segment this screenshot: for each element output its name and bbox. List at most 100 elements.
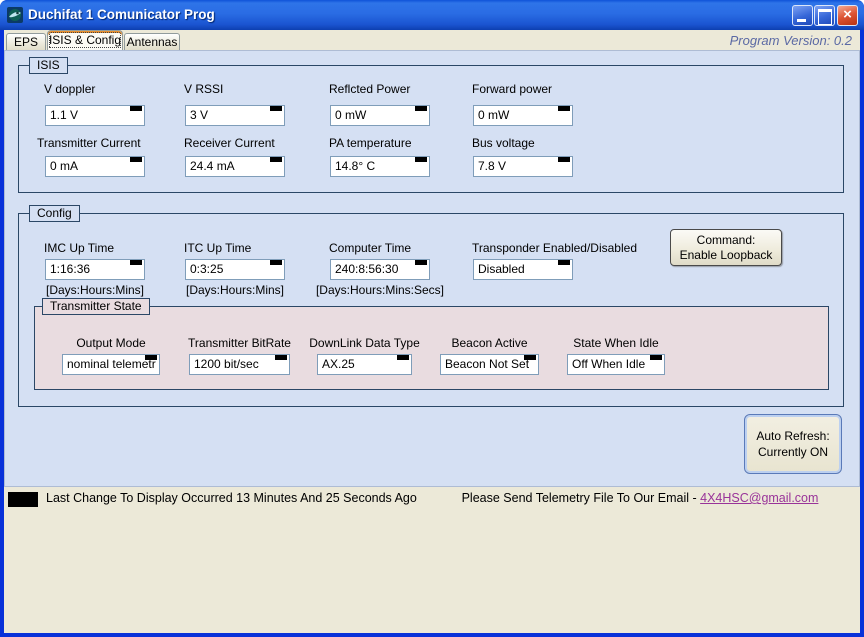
forward-power-label: Forward power <box>472 82 553 96</box>
field-value: 7.8 V <box>478 159 507 173</box>
transmitter-current-label: Transmitter Current <box>37 136 141 150</box>
field-value: 3 V <box>190 108 209 122</box>
status-indicator-block <box>8 492 38 507</box>
field-value: Disabled <box>478 262 525 276</box>
field-value: 0 mA <box>50 159 79 173</box>
field-value: 1.1 V <box>50 108 79 122</box>
reflected-power-field[interactable]: 0 mW <box>330 105 430 126</box>
field-value: 0:3:25 <box>190 262 224 276</box>
transmitter-bitrate-label: Transmitter BitRate <box>188 336 291 350</box>
field-value: 24.4 mA <box>190 159 235 173</box>
forward-power-field[interactable]: 0 mW <box>473 105 573 126</box>
config-group: Config IMC Up Time 1:16:36 [Days:Hours:M… <box>18 205 844 407</box>
indicator-square <box>415 106 427 111</box>
button-line1: Auto Refresh: <box>756 429 830 443</box>
beacon-active-label: Beacon Active <box>451 336 528 350</box>
computer-time-field[interactable]: 240:8:56:30 <box>330 259 430 280</box>
indicator-square <box>145 355 157 360</box>
transmitter-state-panel: Transmitter State Output Mode nominal te… <box>34 298 829 390</box>
indicator-square <box>270 157 282 162</box>
downlink-data-type-label: DownLink Data Type <box>309 336 420 350</box>
indicator-square <box>558 157 570 162</box>
field-value: Off When Idle <box>572 357 646 371</box>
v-rssi-field[interactable]: 3 V <box>185 105 285 126</box>
itc-uptime-label: ITC Up Time <box>184 241 252 255</box>
field-value: AX.25 <box>322 357 355 371</box>
field-value: 0 mW <box>335 108 367 122</box>
button-line2: Enable Loopback <box>679 248 773 262</box>
enable-loopback-button[interactable]: Command: Enable Loopback <box>670 229 782 266</box>
field-value: nominal telemetr <box>67 357 156 371</box>
beacon-active-field[interactable]: Beacon Not Set <box>440 354 539 375</box>
v-doppler-label: V doppler <box>44 82 96 96</box>
bus-voltage-field[interactable]: 7.8 V <box>473 156 573 177</box>
minimize-icon[interactable] <box>792 5 813 26</box>
field-value: 14.8° C <box>335 159 376 173</box>
indicator-square <box>558 260 570 265</box>
close-icon[interactable]: × <box>837 5 858 26</box>
output-mode-field[interactable]: nominal telemetr <box>62 354 160 375</box>
v-doppler-field[interactable]: 1.1 V <box>45 105 145 126</box>
maximize-icon[interactable] <box>814 5 835 26</box>
pa-temperature-label: PA temperature <box>329 136 412 150</box>
field-value: 1200 bit/sec <box>194 357 259 371</box>
field-value: 240:8:56:30 <box>335 262 399 276</box>
indicator-square <box>415 260 427 265</box>
indicator-square <box>130 157 142 162</box>
tab-eps[interactable]: EPS <box>6 33 46 50</box>
app-icon <box>7 7 23 23</box>
config-legend: Config <box>29 205 80 222</box>
telemetry-email-prompt: Please Send Telemetry File To Our Email … <box>424 491 856 505</box>
bus-voltage-label: Bus voltage <box>472 136 535 150</box>
field-value: 1:16:36 <box>50 262 91 276</box>
transmitter-current-field[interactable]: 0 mA <box>45 156 145 177</box>
reflected-power-label: Reflcted Power <box>329 82 411 96</box>
imc-uptime-caption: [Days:Hours:Mins] <box>45 283 145 297</box>
transmitter-bitrate-field[interactable]: 1200 bit/sec <box>189 354 290 375</box>
indicator-square <box>415 157 427 162</box>
indicator-square <box>130 106 142 111</box>
program-version-text: Program Version: 0.2 <box>729 33 852 48</box>
indicator-square <box>397 355 409 360</box>
receiver-current-label: Receiver Current <box>184 136 275 150</box>
window-content: EPS ISIS & Config Antennas Program Versi… <box>4 30 860 633</box>
email-link[interactable]: 4X4HSC@gmail.com <box>700 491 819 505</box>
indicator-square <box>524 355 536 360</box>
email-prompt-text: Please Send Telemetry File To Our Email … <box>461 491 701 505</box>
indicator-square <box>650 355 662 360</box>
tab-antennas[interactable]: Antennas <box>124 33 180 50</box>
computer-time-label: Computer Time <box>329 241 412 255</box>
indicator-square <box>275 355 287 360</box>
state-when-idle-label: State When Idle <box>573 336 659 350</box>
tab-isis-and-config[interactable]: ISIS & Config <box>47 30 123 50</box>
button-line2: Currently ON <box>757 445 828 459</box>
indicator-square <box>270 260 282 265</box>
downlink-data-type-field[interactable]: AX.25 <box>317 354 412 375</box>
last-change-status: Last Change To Display Occurred 13 Minut… <box>46 491 417 505</box>
button-line1: Command: <box>696 233 756 247</box>
indicator-square <box>270 106 282 111</box>
receiver-current-field[interactable]: 24.4 mA <box>185 156 285 177</box>
computer-time-caption: [Days:Hours:Mins:Secs] <box>315 283 445 297</box>
output-mode-label: Output Mode <box>76 336 146 350</box>
field-value: 0 mW <box>478 108 510 122</box>
imc-uptime-label: IMC Up Time <box>44 241 115 255</box>
indicator-square <box>130 260 142 265</box>
v-rssi-label: V RSSI <box>184 82 224 96</box>
pa-temperature-field[interactable]: 14.8° C <box>330 156 430 177</box>
tab-page-isis-config: ISIS V doppler 1.1 V V RSSI 3 V Reflcted… <box>4 50 860 487</box>
itc-uptime-field[interactable]: 0:3:25 <box>185 259 285 280</box>
field-value: Beacon Not Set <box>445 357 530 371</box>
indicator-square <box>558 106 570 111</box>
itc-uptime-caption: [Days:Hours:Mins] <box>185 283 285 297</box>
transponder-field[interactable]: Disabled <box>473 259 573 280</box>
isis-group: ISIS V doppler 1.1 V V RSSI 3 V Reflcted… <box>18 57 844 193</box>
title-bar[interactable]: Duchifat 1 Comunicator Prog × <box>0 0 864 30</box>
state-when-idle-field[interactable]: Off When Idle <box>567 354 665 375</box>
imc-uptime-field[interactable]: 1:16:36 <box>45 259 145 280</box>
transmitter-state-legend: Transmitter State <box>42 298 150 315</box>
auto-refresh-button[interactable]: Auto Refresh: Currently ON <box>744 414 842 474</box>
transponder-label: Transponder Enabled/Disabled <box>472 241 637 255</box>
window-title: Duchifat 1 Comunicator Prog <box>28 7 215 22</box>
